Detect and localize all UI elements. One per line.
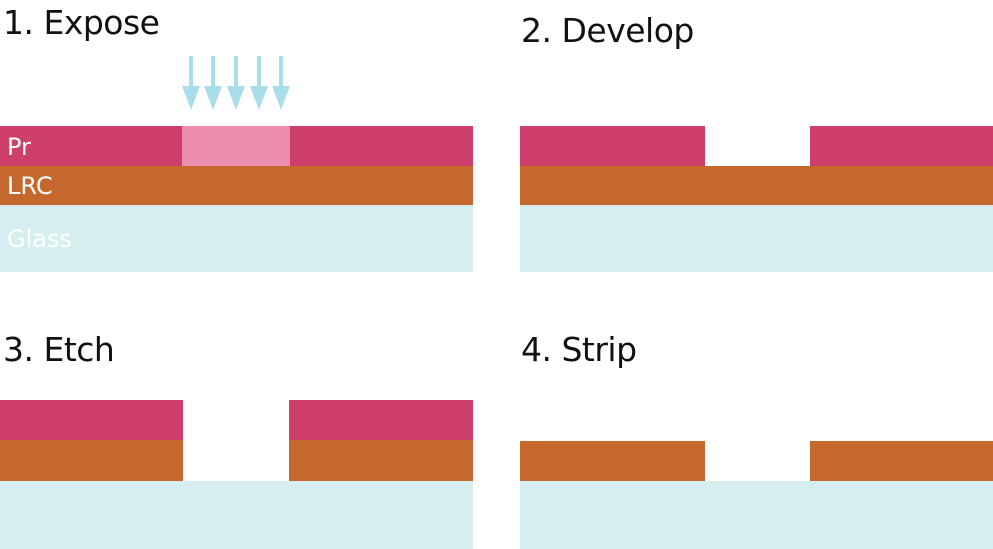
photoresist-right [810,126,993,166]
step-title: 2. Develop [521,11,694,50]
arrow-head-icon [227,86,245,110]
arrow-head-icon [250,86,268,110]
arrow-head-icon [204,86,222,110]
glass-layer [0,481,473,549]
arrow-icon [234,56,238,87]
glass-layer [520,481,993,549]
exposed-region [182,126,290,166]
lrc-layer [0,166,473,205]
glass-layer [0,205,473,272]
arrow-icon [279,56,283,87]
photoresist-left [520,126,705,166]
lrc-right [810,441,993,481]
step-title: 4. Strip [521,330,637,369]
arrow-icon [189,56,193,87]
photoresist-left [0,400,183,440]
glass-layer [520,205,993,272]
arrow-head-icon [272,86,290,110]
photoresist-right [289,400,473,440]
pr-label: Pr [7,133,31,161]
arrow-icon [211,56,215,87]
lrc-label: LRC [7,172,53,200]
lrc-layer [520,166,993,205]
arrow-icon [257,56,261,87]
lrc-left [0,440,183,481]
lrc-left [520,441,705,481]
glass-label: Glass [7,225,72,253]
step-title: 1. Expose [3,3,160,42]
lrc-right [289,440,473,481]
arrow-head-icon [182,86,200,110]
step-title: 3. Etch [3,330,115,369]
